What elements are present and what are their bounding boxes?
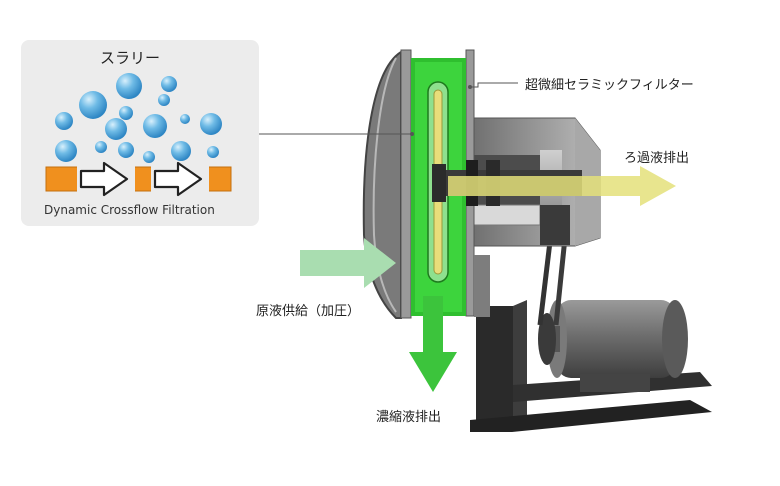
slurry-bubbles — [55, 73, 222, 163]
concentrate-arrow-icon — [409, 296, 457, 392]
inset-title: スラリー — [100, 49, 161, 67]
motor — [538, 300, 688, 392]
inset-panel — [21, 40, 259, 226]
filter-label: 超微細セラミックフィルター — [525, 78, 694, 93]
flow-arrow-icon — [153, 161, 203, 197]
filtrate-out-label: ろ過液排出 — [624, 151, 690, 166]
filter-plates — [45, 161, 232, 197]
feed-in-label: 原液供給（加圧） — [256, 304, 361, 319]
filter-leader-line — [472, 82, 518, 88]
inset-caption: Dynamic Crossflow Filtration — [44, 203, 215, 217]
filtrate-arrow-icon — [448, 166, 676, 206]
feed-arrow-icon — [300, 238, 396, 288]
flow-arrow-icon — [79, 161, 129, 197]
machine-base — [470, 300, 712, 432]
concentrate-out-label: 濃縮液排出 — [376, 410, 442, 425]
